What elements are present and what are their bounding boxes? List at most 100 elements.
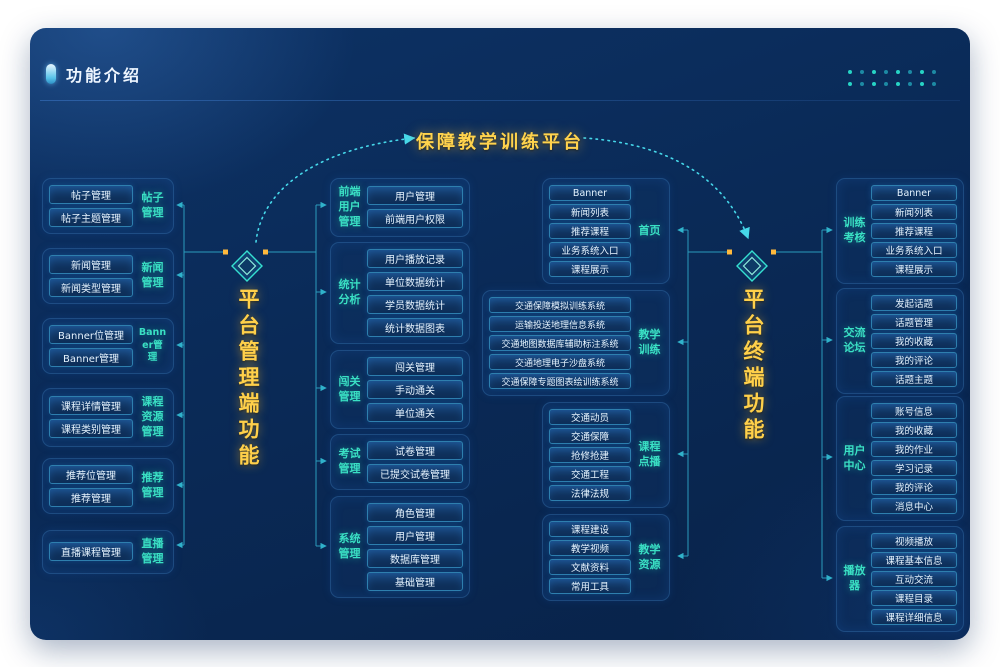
diamond-icon xyxy=(736,250,768,282)
feature-node: 直播课程管理 xyxy=(49,542,133,562)
group-teaching-resource: 课程建设 教学视频 文献资料 常用工具 教学资源 xyxy=(542,514,670,601)
feature-node: 前端用户权限 xyxy=(367,209,463,229)
feature-node: 课程基本信息 xyxy=(871,552,957,568)
feature-node: 课程类别管理 xyxy=(49,419,133,439)
feature-node: 用户管理 xyxy=(367,526,463,545)
group-label: 用户中心 xyxy=(843,443,866,472)
feature-node: 已提交试卷管理 xyxy=(367,464,463,483)
feature-node: 消息中心 xyxy=(871,498,957,514)
feature-node: 交通地图数据库辅助标注系统 xyxy=(489,335,631,351)
feature-node: 统计数据图表 xyxy=(367,318,463,337)
group-label: 播放器 xyxy=(843,564,866,592)
group-course-resource: 课程详情管理 课程类别管理 课程资源管理 xyxy=(42,388,174,447)
group-frontend-user: 前端用户管理 用户管理 前端用户权限 xyxy=(330,178,470,237)
feature-node: 课程目录 xyxy=(871,590,957,606)
feature-node: 推荐课程 xyxy=(871,223,957,239)
group-live: 直播课程管理 直播管理 xyxy=(42,530,174,574)
group-label: 系统管理 xyxy=(338,532,361,560)
feature-node: 基础管理 xyxy=(367,572,463,591)
header-divider xyxy=(40,100,960,101)
diamond-icon xyxy=(231,250,263,282)
group-level-pass: 闯关管理 闯关管理 手动通关 单位通关 xyxy=(330,350,470,429)
feature-node: 话题主题 xyxy=(871,371,957,387)
feature-node: 交通动员 xyxy=(549,409,631,425)
group-label: 课程资源管理 xyxy=(141,395,164,438)
group-label: 推荐管理 xyxy=(141,471,164,499)
feature-node: 我的收藏 xyxy=(871,422,957,438)
feature-node: 新闻列表 xyxy=(549,204,631,220)
feature-node: 交通工程 xyxy=(549,466,631,482)
dot-grid-icon xyxy=(848,70,944,94)
feature-node: Banner xyxy=(549,185,631,201)
feature-node: 用户播放记录 xyxy=(367,249,463,268)
feature-node: 推荐位管理 xyxy=(49,465,133,484)
feature-node: 用户管理 xyxy=(367,186,463,206)
feature-node: 我的收藏 xyxy=(871,333,957,349)
feature-node: 单位通关 xyxy=(367,403,463,422)
feature-node: 帖子主题管理 xyxy=(49,208,133,227)
feature-node: 数据库管理 xyxy=(367,549,463,568)
feature-node: 新闻列表 xyxy=(871,204,957,220)
feature-node: 交通保障 xyxy=(549,428,631,444)
group-label: 统计分析 xyxy=(338,278,361,306)
feature-node: Banner位管理 xyxy=(49,325,133,344)
group-posts: 帖子管理 帖子主题管理 帖子管理 xyxy=(42,178,174,234)
platform-title: 保障教学训练平台 xyxy=(416,132,584,153)
feature-node: 我的评论 xyxy=(871,352,957,368)
root-platform-admin: 平台管理端功能 xyxy=(236,288,260,470)
feature-node: 业务系统入口 xyxy=(549,242,631,258)
group-label: 新闻管理 xyxy=(141,261,164,289)
feature-node: 视频播放 xyxy=(871,533,957,549)
group-label: 课程点播 xyxy=(638,440,661,468)
group-label: 直播管理 xyxy=(141,537,164,565)
group-label: 训练考核 xyxy=(843,216,866,244)
feature-node: 课程详情管理 xyxy=(49,396,133,416)
feature-node: Banner xyxy=(871,185,957,201)
group-label: 闯关管理 xyxy=(338,374,361,403)
feature-node: 手动通关 xyxy=(367,380,463,399)
group-home: Banner 新闻列表 推荐课程 业务系统入口 课程展示 首页 xyxy=(542,178,670,284)
group-banner: Banner位管理 Banner管理 Banner管理 xyxy=(42,318,174,374)
feature-node: 文献资料 xyxy=(549,559,631,575)
feature-node: 法律法规 xyxy=(549,485,631,501)
feature-node: 交通地理电子沙盘系统 xyxy=(489,354,631,370)
group-training-exam: 训练考核 Banner 新闻列表 推荐课程 业务系统入口 课程展示 xyxy=(836,178,964,284)
feature-node: 运输投送地理信息系统 xyxy=(489,316,631,332)
feature-node: 教学视频 xyxy=(549,540,631,556)
feature-node: 交通保障模拟训练系统 xyxy=(489,297,631,313)
group-label: 教学训练 xyxy=(638,328,661,356)
feature-node: 试卷管理 xyxy=(367,441,463,460)
feature-node: 业务系统入口 xyxy=(871,242,957,258)
group-statistics: 统计分析 用户播放记录 单位数据统计 学员数据统计 统计数据图表 xyxy=(330,242,470,344)
group-forum: 交流论坛 发起话题 话题管理 我的收藏 我的评论 话题主题 xyxy=(836,288,964,394)
main-panel: 功能介绍 保障教学训练平台 平台管理端功能 平台终端功能 帖子管理 帖子主题管理… xyxy=(30,28,970,640)
page-title: 功能介绍 xyxy=(66,66,143,85)
group-label: 交流论坛 xyxy=(843,326,866,354)
feature-node: 话题管理 xyxy=(871,314,957,330)
feature-node: 我的作业 xyxy=(871,441,957,457)
group-system: 系统管理 角色管理 用户管理 数据库管理 基础管理 xyxy=(330,496,470,598)
group-label: 教学资源 xyxy=(638,542,661,571)
feature-node: 抢修抢建 xyxy=(549,447,631,463)
feature-node: 课程详细信息 xyxy=(871,609,957,625)
group-recommend: 推荐位管理 推荐管理 推荐管理 xyxy=(42,458,174,514)
feature-node: 课程建设 xyxy=(549,521,631,537)
feature-node: 学习记录 xyxy=(871,460,957,476)
feature-node: Banner管理 xyxy=(49,348,133,367)
feature-node: 角色管理 xyxy=(367,503,463,522)
feature-node: 常用工具 xyxy=(549,578,631,594)
feature-node: 新闻管理 xyxy=(49,255,133,274)
feature-node: 课程展示 xyxy=(549,261,631,277)
group-teaching-training: 交通保障模拟训练系统 运输投送地理信息系统 交通地图数据库辅助标注系统 交通地理… xyxy=(482,290,670,396)
group-label: Banner管理 xyxy=(138,326,167,364)
feature-node: 闯关管理 xyxy=(367,357,463,376)
feature-node: 学员数据统计 xyxy=(367,295,463,314)
group-user-center: 用户中心 账号信息 我的收藏 我的作业 学习记录 我的评论 消息中心 xyxy=(836,396,964,521)
feature-node: 我的评论 xyxy=(871,479,957,495)
page-header: 功能介绍 xyxy=(46,62,142,86)
feature-node: 课程展示 xyxy=(871,261,957,277)
feature-node: 帖子管理 xyxy=(49,185,133,204)
group-label: 前端用户管理 xyxy=(338,185,361,228)
group-label: 帖子管理 xyxy=(141,191,164,219)
group-course-vod: 交通动员 交通保障 抢修抢建 交通工程 法律法规 课程点播 xyxy=(542,402,670,508)
